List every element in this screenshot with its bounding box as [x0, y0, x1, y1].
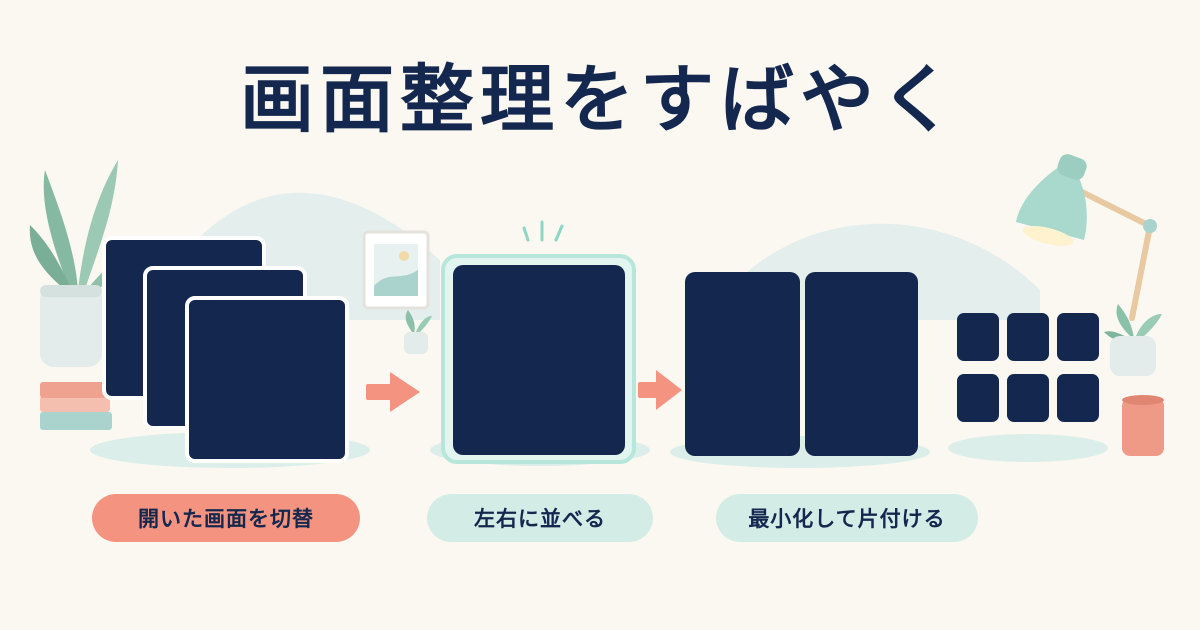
- tile: [1057, 313, 1099, 361]
- sparkle-lines: [522, 220, 564, 242]
- focused-window: [441, 220, 636, 464]
- step-label-switch: 開いた画面を切替: [92, 494, 360, 542]
- arrow-right-icon: [366, 372, 420, 412]
- window-card: [453, 265, 625, 455]
- step-label-minimize: 最小化して片付ける: [716, 494, 978, 542]
- tile: [1057, 374, 1099, 422]
- picture-frame-icon: [362, 230, 430, 310]
- tile: [957, 313, 999, 361]
- window-card: [185, 296, 349, 463]
- tile: [1007, 374, 1049, 422]
- step-label-side-by-side: 左右に並べる: [427, 494, 653, 542]
- succulent-icon: [404, 310, 432, 354]
- window-card: [805, 272, 918, 456]
- mug-icon: [1122, 395, 1164, 456]
- desk-lamp-icon: [1016, 154, 1157, 321]
- minimized-grid: [957, 313, 1099, 422]
- arrow-right-icon: [638, 370, 682, 410]
- page-title: 画面整理をすばやく: [240, 57, 960, 143]
- floor-shadow: [948, 434, 1108, 462]
- stacked-windows: [102, 236, 349, 463]
- split-windows: [685, 272, 918, 456]
- succulent-icon: [1104, 304, 1162, 376]
- book-stack-icon: [40, 382, 112, 430]
- tile: [1007, 313, 1049, 361]
- tile: [957, 374, 999, 422]
- window-card: [685, 272, 800, 456]
